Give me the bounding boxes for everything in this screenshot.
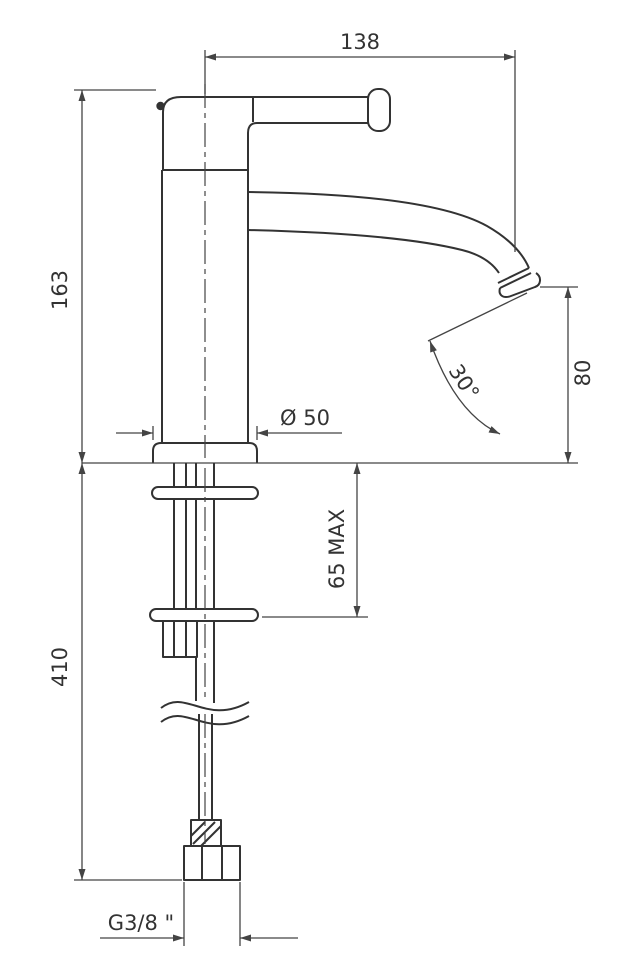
- lever-end-cap: [367, 88, 391, 132]
- dim-label-base-diameter: Ø 50: [280, 406, 330, 430]
- dim-label-body-height: 163: [48, 270, 72, 310]
- clamp-washer-lower: [149, 608, 259, 622]
- spout-top: [247, 191, 530, 269]
- under-deck-assembly: [149, 463, 259, 881]
- dimension-thread-size: G3/8 ": [100, 882, 298, 946]
- dim-label-below-deck-length: 410: [48, 647, 72, 687]
- dim-label-thread-size: G3/8 ": [108, 911, 174, 935]
- faucet-outline: [152, 88, 541, 463]
- dimension-below-deck-length: 410: [48, 463, 182, 881]
- dim-label-max-deck-thickness: 65 MAX: [325, 509, 349, 589]
- connection-nut: [183, 845, 241, 881]
- dimension-body-height: 163: [48, 89, 156, 463]
- mounting-nut: [162, 620, 198, 658]
- dim-label-spout-reach: 138: [340, 30, 380, 54]
- dim-label-outlet-height: 80: [571, 360, 595, 387]
- break-symbol: [160, 701, 250, 712]
- dimension-max-deck-thickness: 65 MAX: [262, 463, 368, 618]
- set-screw: [156, 101, 165, 111]
- dimension-spout-angle: 30°: [427, 292, 528, 435]
- dimension-outlet-height: 80: [540, 286, 595, 463]
- dimension-spout-reach: 138: [204, 30, 516, 252]
- spout-bottom: [247, 229, 500, 274]
- dim-label-spout-angle: 30°: [444, 360, 484, 404]
- aerator: [498, 272, 541, 298]
- dimension-base-diameter: Ø 50: [116, 406, 342, 440]
